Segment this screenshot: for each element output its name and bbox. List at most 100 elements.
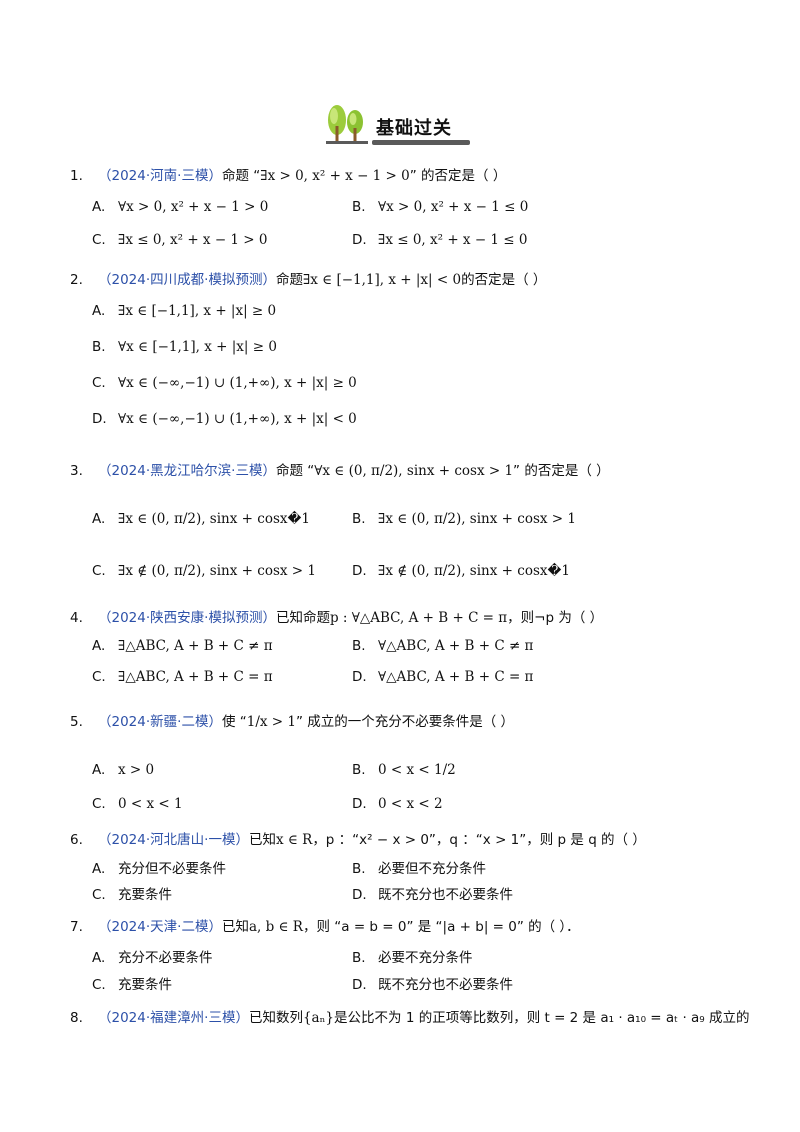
question-number: 6. [70,832,83,848]
option-a: A. ∃x ∈ [−1,1], x + |x| ≥ 0 [92,303,276,319]
option-label: A. [92,861,106,877]
question-5: 5. （2024·新疆·二模）使 “1/x > 1” 成立的一个充分不必要条件是（… [70,710,514,730]
option-a: A.∀x > 0, x² + x − 1 > 0 [92,199,268,215]
section-heading: 基础过关 [0,100,800,146]
option-text: 充要条件 [118,977,172,993]
option-label: D. [352,887,367,903]
option-text: 既不充分也不必要条件 [378,887,513,903]
option-text: ∃x ∈ (0, π/2), sinx + cosx > 1 [378,511,576,527]
option-text: ∀△ABC, A + B + C = π [378,669,534,685]
question-text-post: ” 的否定是（ ） [513,463,610,479]
option-a: A. ∃△ABC, A + B + C ≠ π [92,638,273,654]
question-text-pre: 使 “ [221,714,247,730]
question-source: （2024·福建漳州·三模） [98,1010,249,1026]
option-label: B. [352,511,366,527]
option-label: A. [92,638,106,654]
question-text-pre: 已知 [248,832,276,848]
question-number: 5. [70,714,83,730]
question-source: （2024·黑龙江哈尔滨·三模） [98,463,276,479]
question-number: 8. [70,1010,83,1026]
option-c: C. 0 < x < 1 [92,796,183,812]
question-formula: a, b ∈ R [248,919,303,935]
option-label: C. [92,977,106,993]
question-number: 7. [70,919,83,935]
option-label: B. [352,638,366,654]
option-label: A. [92,762,106,778]
question-formula: x ∈ R [275,832,313,848]
option-label: A. [92,303,106,319]
option-text: ∃x ∉ (0, π/2), sinx + cosx > 1 [118,563,316,579]
option-d: D.∃x ∉ (0, π/2), sinx + cosx�1 [352,563,570,579]
question-formula: ∀x ∈ (0, π/2), sinx + cosx > 1 [314,463,514,479]
question-text-post: 的否定是（ ） [461,272,547,288]
question-source: （2024·河北唐山·一模） [98,832,249,848]
option-b: B.∀x ∈ [−1,1], x + |x| ≥ 0 [92,339,277,355]
option-label: C. [92,887,106,903]
option-text: 充分不必要条件 [118,950,213,966]
option-text: 0 < x < 1 [118,796,183,812]
option-label: A. [92,950,106,966]
question-1: 1.（2024·河南·三模）命题 “∃x > 0, x² + x − 1 > 0… [70,164,506,184]
question-text-post: ，则¬p 为（ ） [507,610,604,626]
option-text: 充分但不必要条件 [118,861,226,877]
question-source: （2024·新疆·二模） [98,714,222,730]
option-b: B.必要但不充分条件 [352,857,486,877]
option-c: C. ∃x ∉ (0, π/2), sinx + cosx > 1 [92,563,316,579]
option-text: ∃x ∈ (0, π/2), sinx + cosx�1 [118,511,310,527]
option-text: ∀x ∈ (−∞,−1) ∪ (1,+∞), x + |x| ≥ 0 [118,375,357,391]
question-text-pre: 已知 [221,919,249,935]
question-text-post: 是公比不为 1 的正项等比数列，则 t = 2 是 a₁ · a₁₀ = aₜ … [334,1010,750,1026]
option-text: ∀x ∈ (−∞,−1) ∪ (1,+∞), x + |x| < 0 [118,411,357,427]
title-underline [372,140,470,145]
option-label: B. [352,199,366,215]
option-text: ∃x ≤ 0, x² + x − 1 ≤ 0 [378,232,528,248]
question-text-post: ” 成立的一个充分不必要条件是（ ） [295,714,515,730]
question-8: 8.（2024·福建漳州·三模）已知数列{aₙ}是公比不为 1 的正项等比数列，… [70,1006,750,1026]
option-c: C. 充要条件 [92,973,172,993]
option-label: B. [352,861,366,877]
question-formula: 1/x > 1 [246,714,296,730]
option-text: 0 < x < 1/2 [378,762,456,778]
question-2: 2.（2024·四川成都·模拟预测）命题∃x ∈ [−1,1], x + |x|… [70,268,546,288]
option-label: C. [92,563,106,579]
option-text: 0 < x < 2 [378,796,443,812]
option-b: B.必要不充分条件 [352,946,473,966]
option-c: C.∃△ABC, A + B + C = π [92,669,273,685]
option-text: x > 0 [118,762,155,778]
option-text: ∀x ∈ [−1,1], x + |x| ≥ 0 [118,339,277,355]
option-text: ∃x ∈ [−1,1], x + |x| ≥ 0 [118,303,277,319]
tree-icon [326,105,368,144]
option-d: D. ∀x ∈ (−∞,−1) ∪ (1,+∞), x + |x| < 0 [92,411,357,427]
option-text: 必要不充分条件 [378,950,473,966]
option-c: C.∀x ∈ (−∞,−1) ∪ (1,+∞), x + |x| ≥ 0 [92,375,357,391]
option-label: D. [92,411,107,427]
option-text: ∃△ABC, A + B + C ≠ π [118,638,273,654]
question-text-pre: 已知数列 [248,1010,303,1026]
question-text-pre: 命题 [275,272,303,288]
option-a: A. 充分不必要条件 [92,946,213,966]
option-label: C. [92,796,106,812]
option-text: ∃△ABC, A + B + C = π [118,669,273,685]
option-b: B. ∀△ABC, A + B + C ≠ π [352,638,533,654]
question-6: 6.（2024·河北唐山·一模）已知x ∈ R，p ：“x² − x > 0”，… [70,828,646,848]
option-label: D. [352,232,367,248]
question-text-pre: 命题 “ [275,463,315,479]
option-a: A. 充分但不必要条件 [92,857,226,877]
option-d: D.∀△ABC, A + B + C = π [352,669,533,685]
option-b: B.∀x > 0, x² + x − 1 ≤ 0 [352,199,528,215]
question-text-post: ，则 “a = b = 0” 是 “|a + b| = 0” 的（ ）． [302,919,580,935]
option-text: ∀△ABC, A + B + C ≠ π [378,638,534,654]
option-label: C. [92,232,106,248]
question-number: 2. [70,272,83,288]
question-7: 7.（2024·天津·二模）已知a, b ∈ R，则 “a = b = 0” 是… [70,915,580,935]
option-b: B. 0 < x < 1/2 [352,762,456,778]
option-d: D. 既不充分也不必要条件 [352,883,513,903]
question-number: 4. [70,610,83,626]
option-a: A. x > 0 [92,762,154,778]
question-text-post: ” 的否定是（ ） [409,168,507,184]
question-formula: ∃x > 0, x² + x − 1 > 0 [260,168,410,184]
option-label: D. [352,977,367,993]
option-text: 既不充分也不必要条件 [378,977,513,993]
option-label: B. [352,762,366,778]
option-d: D. ∃x ≤ 0, x² + x − 1 ≤ 0 [352,232,528,248]
